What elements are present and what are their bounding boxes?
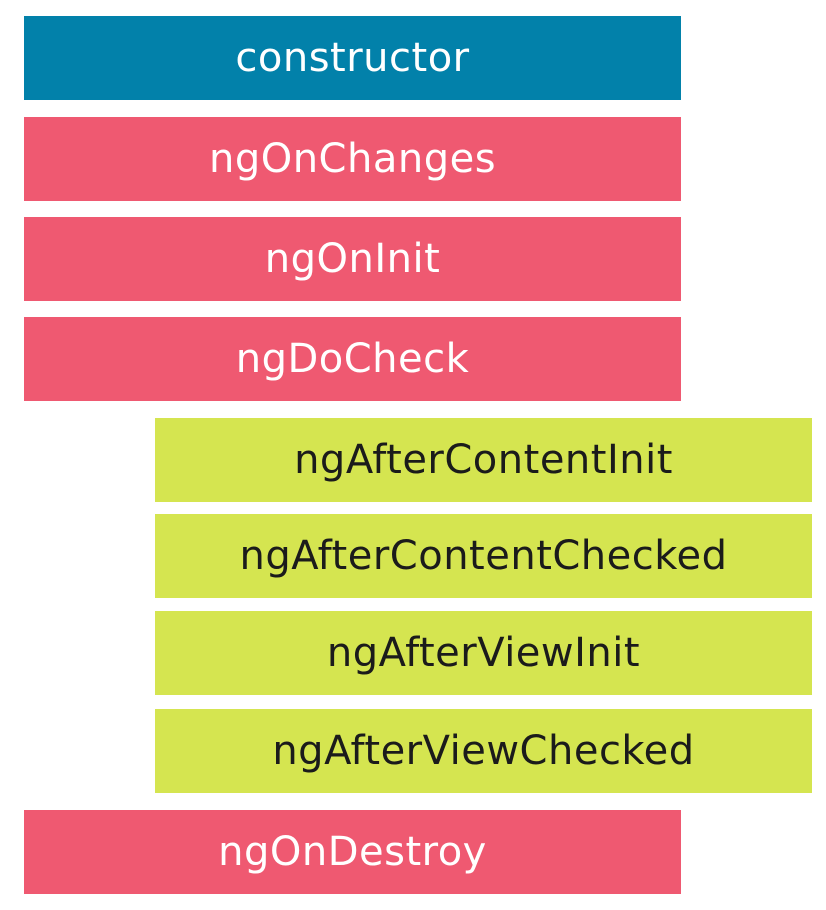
hook-ngafterviewchecked: ngAfterViewChecked — [155, 709, 812, 793]
hook-label: ngOnDestroy — [218, 829, 487, 875]
hook-ngoninit: ngOnInit — [24, 217, 681, 301]
hook-ngonchanges: ngOnChanges — [24, 117, 681, 201]
hook-ngondestroy: ngOnDestroy — [24, 810, 681, 894]
hook-label: ngDoCheck — [235, 336, 470, 382]
hook-label: ngAfterContentInit — [294, 437, 673, 483]
hook-label: ngOnChanges — [208, 136, 497, 182]
hook-label: ngAfterViewInit — [326, 630, 641, 676]
hook-label: constructor — [235, 35, 470, 81]
hook-ngafterviewinit: ngAfterViewInit — [155, 611, 812, 695]
hook-label: ngAfterContentChecked — [239, 533, 728, 579]
hook-ngdocheck: ngDoCheck — [24, 317, 681, 401]
hook-ngaftercontentinit: ngAfterContentInit — [155, 418, 812, 502]
hook-constructor: constructor — [24, 16, 681, 100]
hook-label: ngAfterViewChecked — [272, 728, 695, 774]
hook-label: ngOnInit — [264, 236, 441, 282]
hook-ngaftercontentchecked: ngAfterContentChecked — [155, 514, 812, 598]
